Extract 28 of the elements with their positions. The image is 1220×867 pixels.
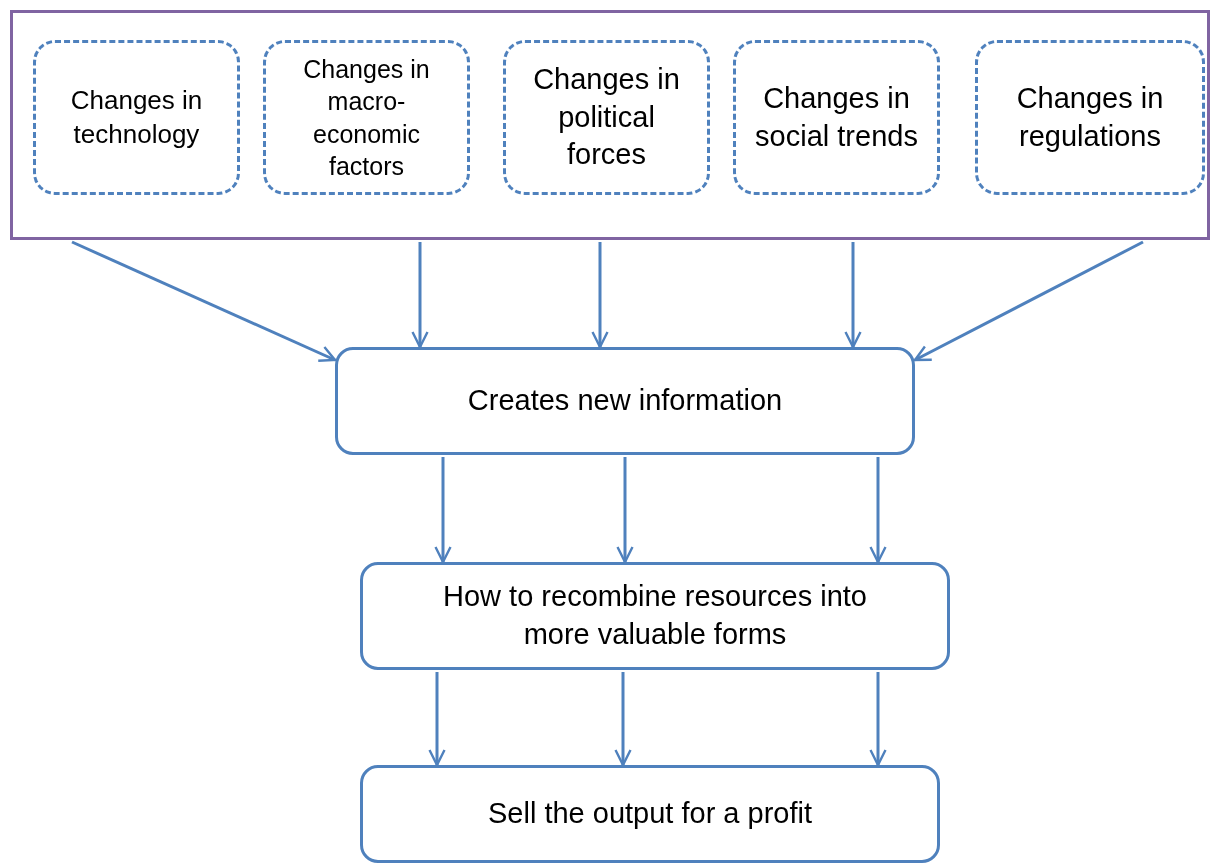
- process-box: [503, 40, 710, 195]
- arrow: [844, 242, 862, 349]
- process-box: [360, 562, 950, 670]
- arrow: [411, 242, 429, 349]
- arrow: [869, 672, 887, 767]
- arrow: [913, 240, 1144, 362]
- process-box: [733, 40, 940, 195]
- group-frame: [10, 10, 1210, 240]
- box-text: Sell the output for a profit: [488, 796, 812, 832]
- arrow: [616, 457, 634, 564]
- process-box: [335, 347, 915, 455]
- box-text: Changes in regulations: [1015, 80, 1165, 154]
- process-box: [33, 40, 240, 195]
- box-text: How to recombine resources into more valuable forms: [442, 579, 868, 652]
- arrow: [71, 240, 337, 362]
- arrow: [591, 242, 609, 349]
- arrow: [434, 457, 452, 564]
- process-box: [360, 765, 940, 863]
- arrow: [869, 457, 887, 564]
- box-text: Changes in macro-economic factors: [302, 53, 431, 182]
- process-box: [263, 40, 470, 195]
- box-text: Changes in technology: [69, 83, 204, 151]
- process-box: [975, 40, 1205, 195]
- arrow: [614, 672, 632, 767]
- box-text: Creates new information: [467, 383, 783, 419]
- arrow: [428, 672, 446, 767]
- box-text: Changes in political forces: [532, 61, 681, 173]
- box-text: Changes in social trends: [754, 80, 919, 154]
